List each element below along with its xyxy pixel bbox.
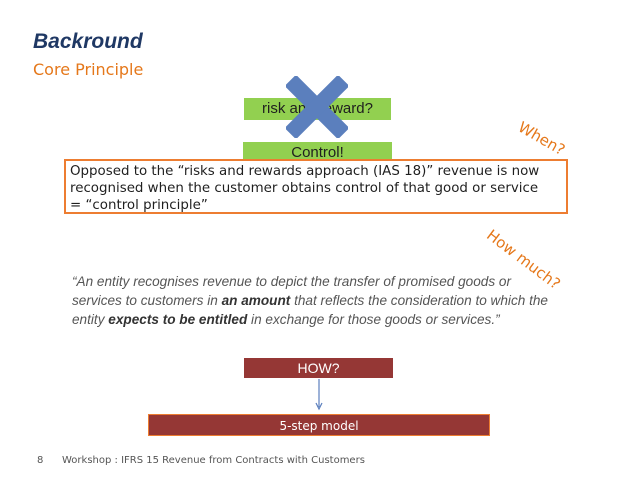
page-number: 8 (37, 455, 44, 466)
slide-subtitle: Core Principle (33, 60, 144, 79)
quote-text-2: that reflects the consideration to which… (72, 293, 548, 327)
quote-bold-entitled: expects to be entitled (108, 312, 248, 327)
arrow-down-icon (315, 379, 323, 411)
x-cross-icon (286, 76, 348, 138)
footer-text: Workshop : IFRS 15 Revenue from Contract… (62, 455, 365, 466)
how-box: HOW? (244, 358, 393, 378)
quote-bold-amount: an amount (221, 293, 291, 308)
core-principle-quote: “An entity recognises revenue to depict … (72, 272, 562, 329)
when-label: When? (515, 118, 569, 160)
quote-text-3: in exchange for those goods or services.… (247, 312, 500, 327)
slide-title: Backround (33, 30, 143, 53)
control-box: Control! (243, 142, 392, 163)
five-step-model-box: 5-step model (148, 414, 490, 436)
explanation-box: Opposed to the “risks and rewards approa… (64, 159, 568, 214)
quote-text-1: “An entity recognises revenue to depict … (72, 274, 512, 308)
